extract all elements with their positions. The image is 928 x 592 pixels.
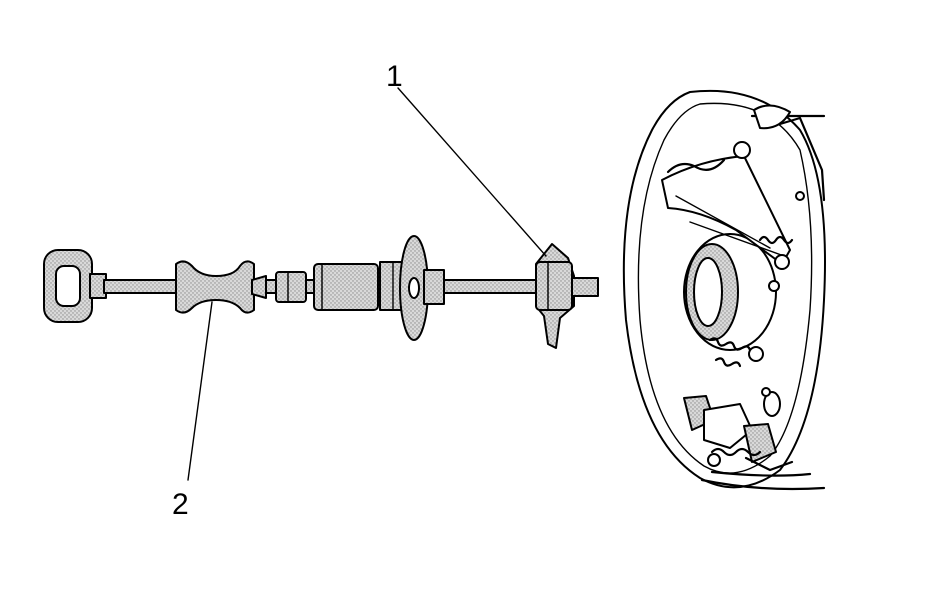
callout-label: 2 — [172, 488, 189, 521]
leader-line — [397, 87, 547, 257]
callout-1: 1 — [386, 60, 547, 257]
coupling-nut — [275, 271, 307, 303]
return-spring — [666, 158, 726, 174]
slide-weight — [175, 260, 267, 314]
axle-bearing-adapter — [535, 243, 599, 349]
callout-label: 1 — [386, 60, 403, 93]
callout-2: 2 — [172, 301, 213, 521]
lower-brake-hardware — [683, 391, 794, 472]
mount-hole — [761, 387, 771, 397]
t-handle — [43, 249, 107, 323]
axle-hub — [683, 233, 777, 351]
sleeve — [313, 263, 379, 311]
upper-brake-shoe — [661, 141, 794, 270]
adjuster-spring — [708, 280, 780, 368]
brake-backing-plate-assembly — [622, 89, 826, 491]
slide-hammer-puller — [43, 235, 599, 349]
collar — [423, 269, 445, 305]
mount-hole — [795, 191, 805, 201]
leader-line — [187, 301, 213, 481]
